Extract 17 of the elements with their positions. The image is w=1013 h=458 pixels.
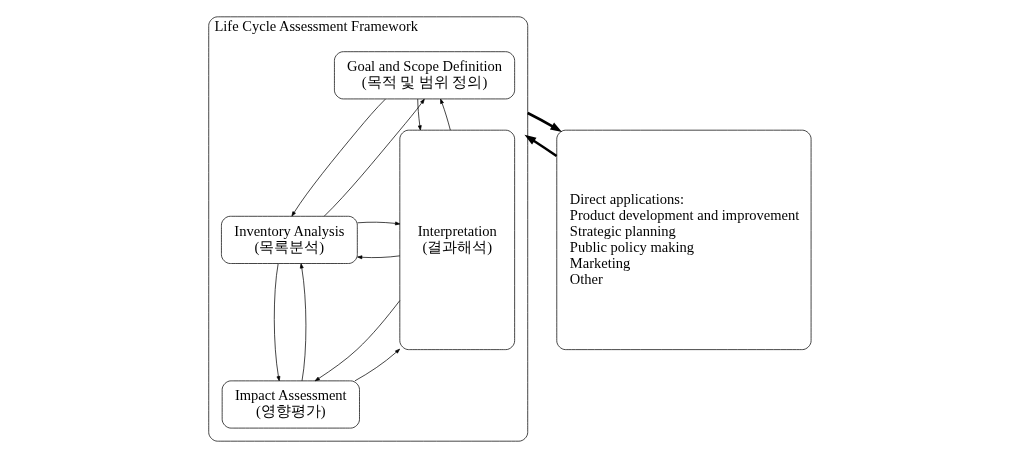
node-box: Direct applications: Product development and improvement Strategic planning Public policy making Marketing Other (555, 129, 811, 350)
arrow (354, 348, 400, 382)
arrow (416, 98, 422, 131)
arrow (526, 111, 562, 132)
arrow (314, 300, 400, 382)
arrow (356, 221, 400, 226)
arrow (273, 263, 280, 382)
node-box: Inventory Analysis (목록분석) (220, 215, 358, 264)
arrow (439, 98, 451, 131)
arrow (356, 255, 400, 260)
arrow (523, 134, 557, 158)
node-box: Goal and Scope Definition (목적 및 범위 정의) (333, 51, 515, 100)
node-box: Interpretation (결과해석) (398, 129, 515, 350)
arrow (291, 98, 386, 217)
node-box: Impact Assessment (영향평가) (221, 380, 360, 429)
arrow (323, 98, 425, 217)
arrow (299, 263, 306, 382)
